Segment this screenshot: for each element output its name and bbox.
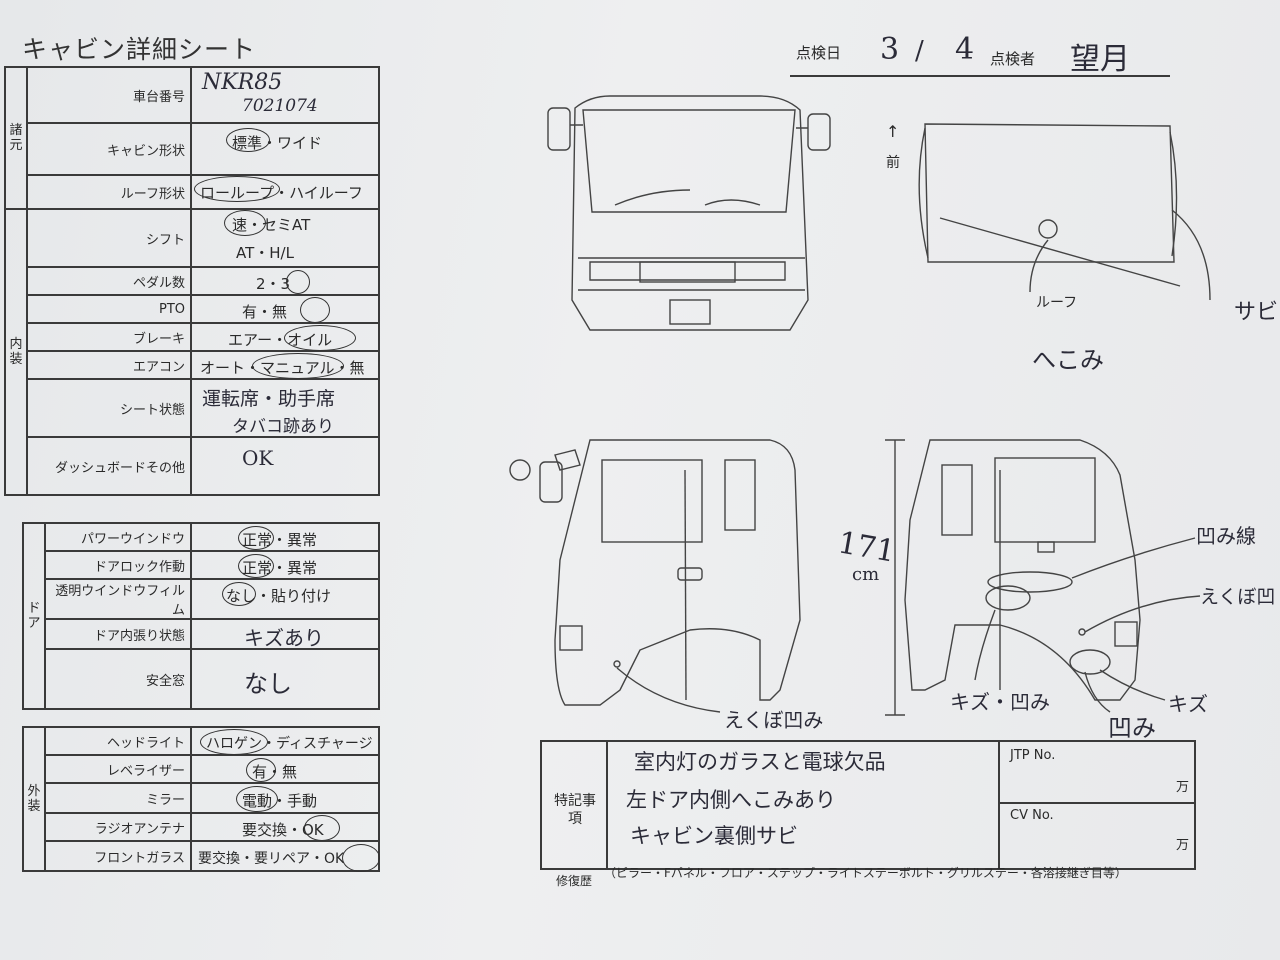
- selected-circle: [224, 210, 266, 236]
- specs-interior-table: 諸元 車台番号 NKR85 7021074 キャビン形状 標準・ワイド ルーフ形…: [4, 66, 380, 496]
- small-dent-label-right: えくぼ凹: [1200, 586, 1276, 608]
- cv-label: CV No.: [1010, 808, 1054, 823]
- front-view-drawing: [547, 95, 831, 331]
- row-label-dashboard: ダッシュボードその他: [26, 436, 192, 496]
- inspector-label: 点検者: [990, 50, 1036, 68]
- selected-circle: [238, 554, 274, 578]
- inspection-date-label: 点検日: [796, 44, 842, 62]
- row-value-door-lock: 正常・異常: [190, 550, 380, 580]
- row-label-brake: ブレーキ: [26, 322, 192, 352]
- row-label-door-trim: ドア内張り状態: [44, 618, 192, 650]
- row-label-door-lock: ドアロック作動: [44, 550, 192, 580]
- row-label-power-window: パワーウインドウ: [44, 522, 192, 552]
- dent-label-2: 凹み: [1108, 714, 1156, 742]
- section-interior-label: 内装: [4, 208, 28, 496]
- note-line-2: 左ドア内側へこみあり: [626, 788, 836, 812]
- roof-top-view-drawing: [918, 123, 1211, 301]
- row-value-power-window: 正常・異常: [190, 522, 380, 552]
- row-label-pedals: ペダル数: [26, 266, 192, 296]
- row-label-headlight: ヘッドライト: [44, 726, 192, 756]
- door-table: ドア パワーウインドウ 正常・異常 ドアロック作動 正常・異常 透明ウインドウフ…: [22, 522, 380, 710]
- row-value-door-trim: キズあり: [190, 618, 380, 650]
- notes-label: 特記事項: [554, 793, 596, 827]
- left-side-view-drawing: [509, 439, 801, 713]
- front-arrow: ↑: [886, 122, 900, 141]
- row-label-pto: PTO: [26, 294, 192, 324]
- selected-circle: [286, 270, 310, 294]
- row-value-roof-shape: ローループ・ハイルーフ: [190, 174, 380, 210]
- selected-circle: [342, 844, 380, 872]
- row-label-cabin-shape: キャビン形状: [26, 122, 192, 176]
- row-value-shift: 速・セミAT AT・H/L: [190, 208, 380, 268]
- selected-circle: [194, 176, 280, 202]
- row-label-leveler: レベライザー: [44, 754, 192, 784]
- header-underline: [790, 75, 1170, 77]
- inspector-name: 望月: [1070, 42, 1130, 77]
- jtp-label: JTP No.: [1010, 748, 1056, 763]
- row-value-dashboard: OK: [190, 436, 380, 496]
- roof-dent-label: へこみ: [1032, 346, 1104, 374]
- row-label-aircon: エアコン: [26, 350, 192, 380]
- scratch-label: キズ: [1168, 692, 1208, 716]
- row-value-pto: 有・無: [190, 294, 380, 324]
- row-value-leveler: 有・無: [190, 754, 380, 784]
- row-label-window-film: 透明ウインドウフィルム: [44, 578, 192, 620]
- row-value-chassis: NKR85 7021074: [190, 66, 380, 124]
- row-value-safety-window: なし: [190, 648, 380, 710]
- row-value-pedals: 2・3: [190, 266, 380, 296]
- row-label-mirror: ミラー: [44, 782, 192, 814]
- row-value-headlight: ハロゲン・ディスチャージ: [190, 726, 380, 756]
- row-value-cabin-shape: 標準・ワイド: [190, 122, 380, 176]
- repair-history-label: 修復歴: [556, 874, 593, 888]
- row-label-windshield: フロントガラス: [44, 840, 192, 872]
- inspection-date-month: 3: [880, 32, 900, 67]
- selected-circle: [236, 786, 278, 812]
- row-value-seat: 運転席・助手席 タバコ跡あり: [190, 378, 380, 438]
- row-value-window-film: なし・貼り付け: [190, 578, 380, 620]
- rust-label: サビ: [1234, 300, 1279, 325]
- right-side-view-drawing: [885, 439, 1201, 716]
- selected-circle: [226, 128, 270, 152]
- section-specs-label: 諸元: [4, 66, 28, 210]
- notes-box: 特記事項 室内灯のガラスと電球欠品 左ドア内側へこみあり キャビン裏側サビ JT…: [540, 740, 1196, 870]
- row-label-safety-window: 安全窓: [44, 648, 192, 710]
- exterior-table: 外装 ヘッドライト ハロゲン・ディスチャージ レベライザー 有・無 ミラー 電動…: [22, 726, 380, 872]
- row-label-chassis: 車台番号: [26, 66, 192, 124]
- repair-history-text: （ピラー・Fパネル・フロア・ステップ・ライトステーボルト・グリルステー・各溶接継…: [604, 866, 1127, 880]
- small-dent-label-left: えくぼ凹み: [724, 708, 824, 732]
- row-label-roof-shape: ルーフ形状: [26, 174, 192, 210]
- row-label-seat: シート状態: [26, 378, 192, 438]
- section-door-label: ドア: [22, 522, 46, 710]
- section-exterior-label: 外装: [22, 726, 46, 872]
- row-value-radio-antenna: 要交換・OK: [190, 812, 380, 842]
- row-value-windshield: 要交換・要リペア・OK: [190, 840, 380, 872]
- height-unit: cm: [852, 564, 880, 585]
- cv-unit: 万: [1176, 838, 1190, 853]
- dent-line-label: 凹み線: [1196, 524, 1256, 548]
- selected-circle: [238, 526, 274, 550]
- row-label-radio-antenna: ラジオアンテナ: [44, 812, 192, 842]
- sheet-title: キャビン詳細シート: [22, 35, 257, 64]
- roof-label: ルーフ: [1036, 295, 1078, 311]
- selected-circle: [222, 582, 256, 606]
- row-value-mirror: 電動・手動: [190, 782, 380, 814]
- front-label: 前: [886, 155, 900, 171]
- note-line-3: キャビン裏側サビ: [630, 824, 798, 848]
- jtp-unit: 万: [1176, 780, 1190, 795]
- row-label-shift: シフト: [26, 208, 192, 268]
- note-line-1: 室内灯のガラスと電球欠品: [634, 750, 886, 774]
- inspection-date-day: 4: [955, 32, 975, 67]
- row-value-brake: エアー・オイル: [190, 322, 380, 352]
- selected-circle: [246, 758, 276, 782]
- scratch-dent-label: キズ・凹み: [950, 690, 1050, 714]
